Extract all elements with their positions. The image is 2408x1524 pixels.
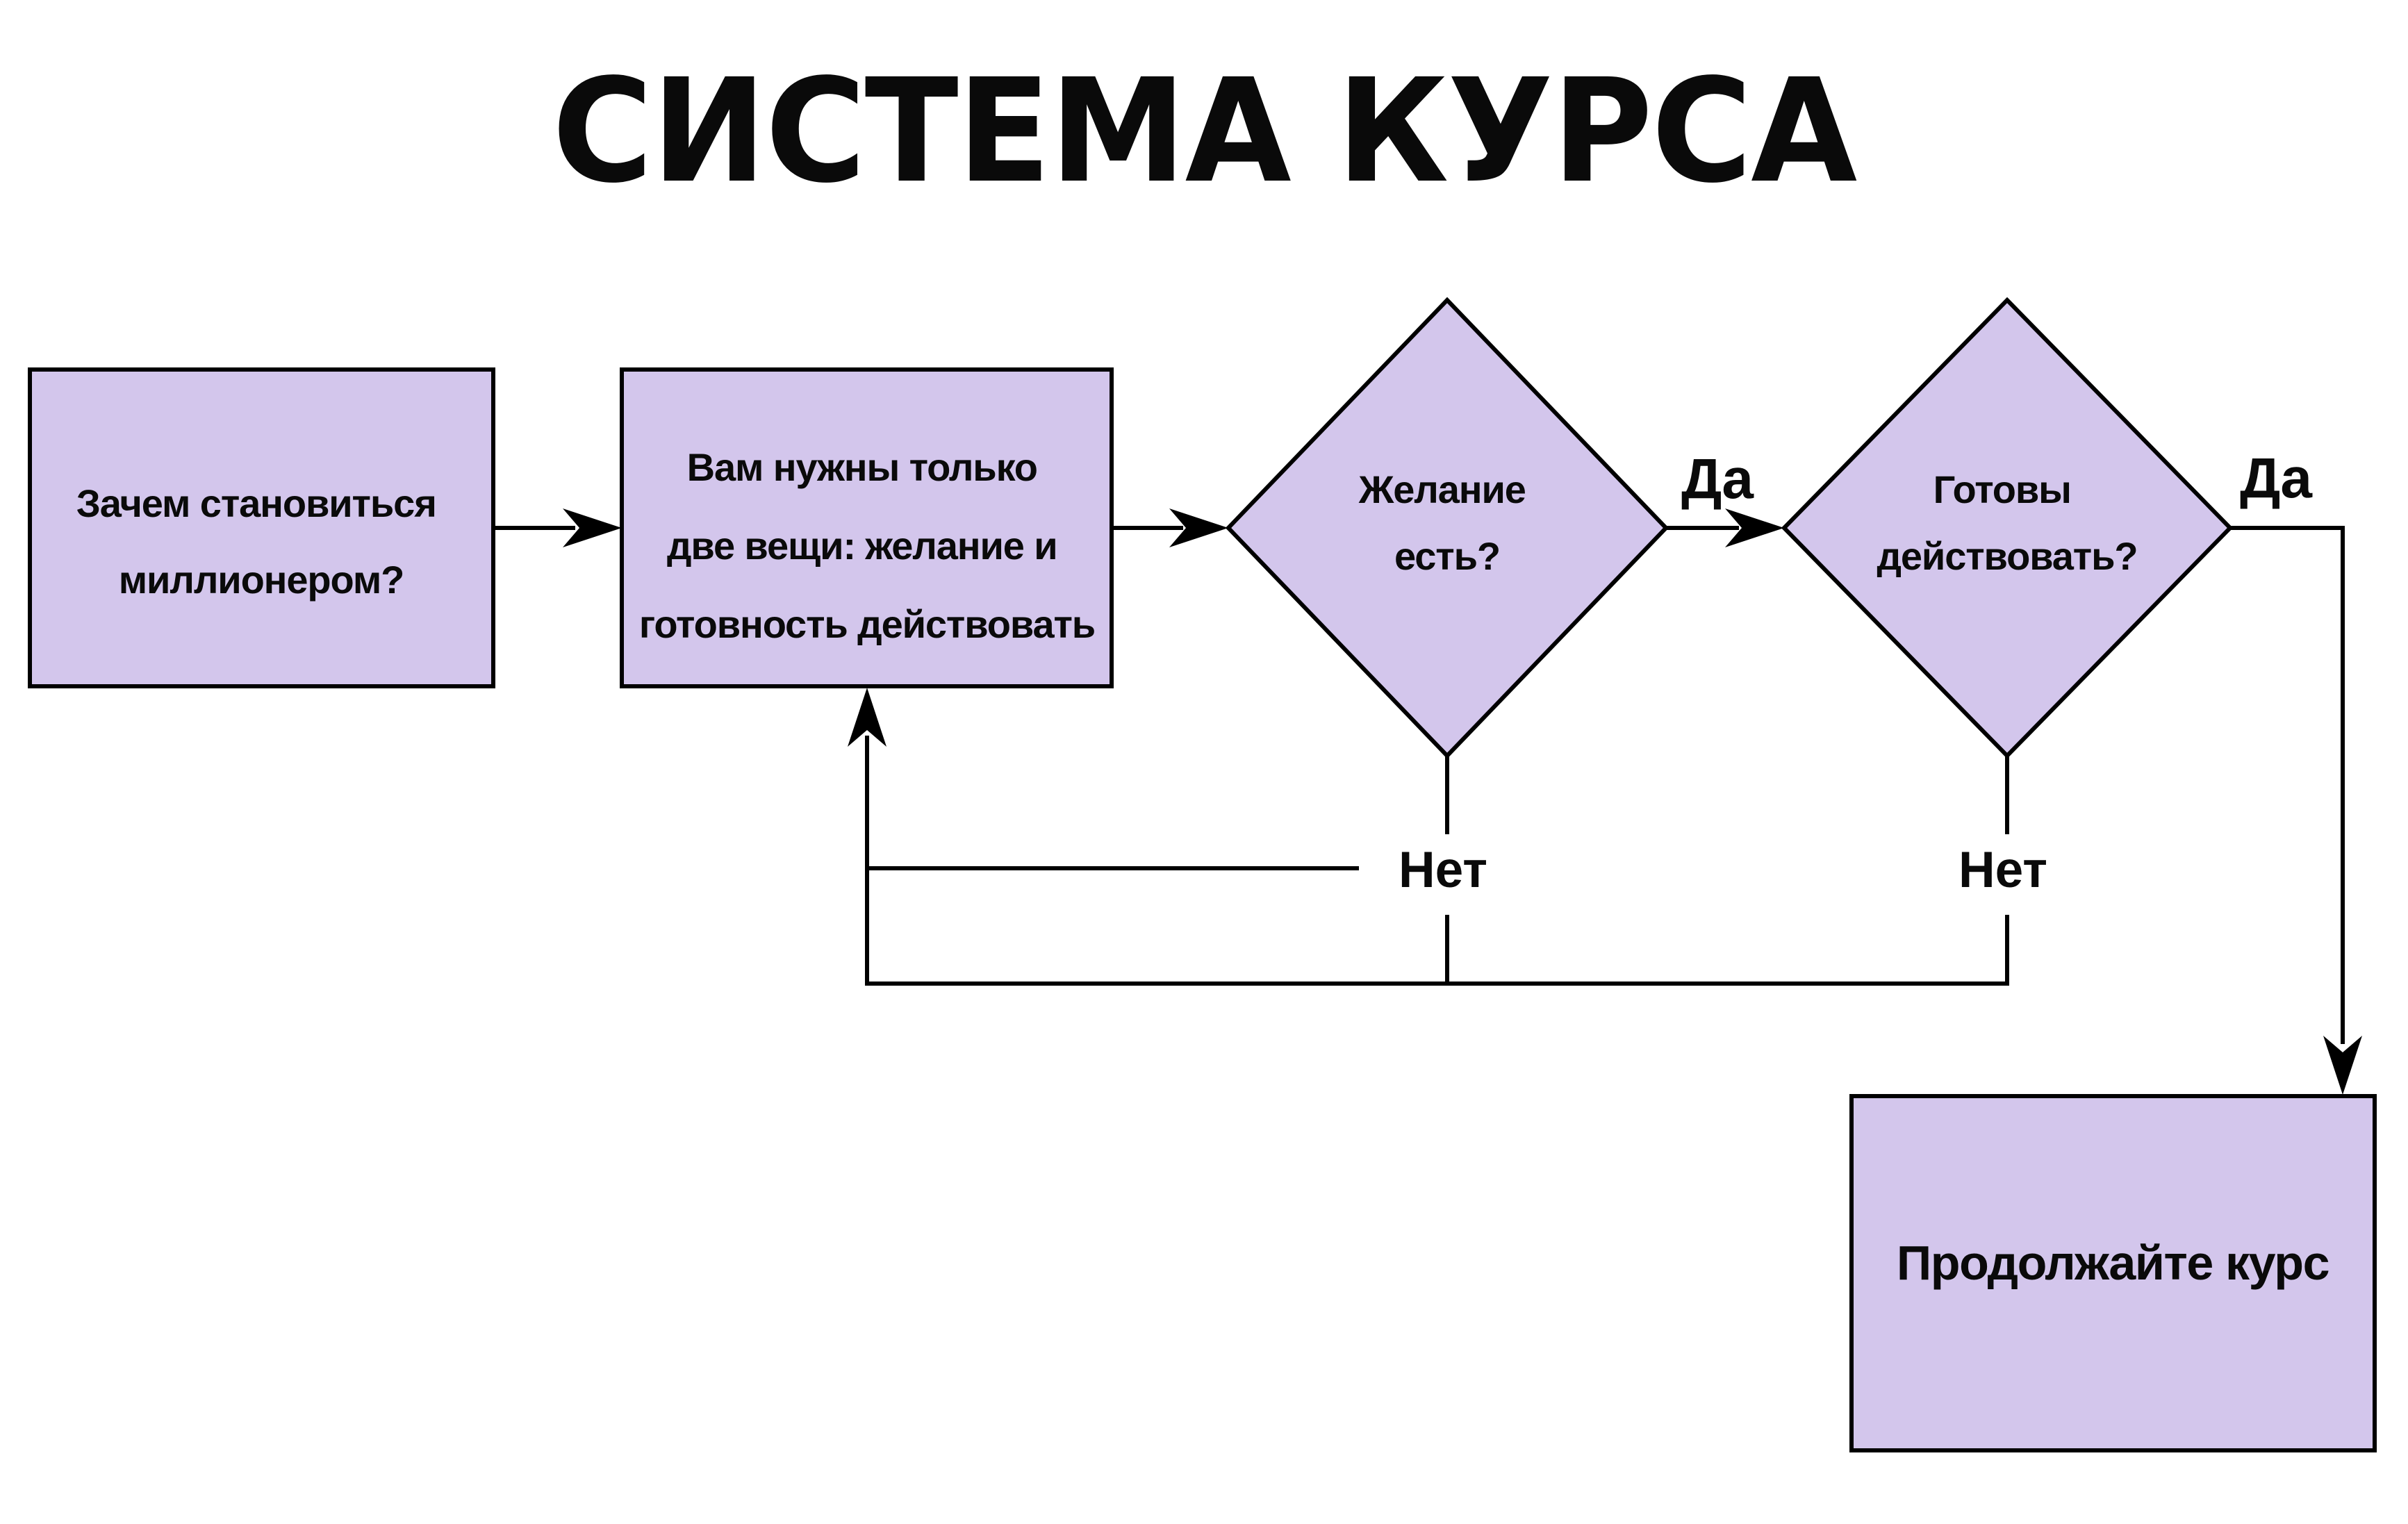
node-readiness: Готовы действовать? bbox=[1781, 297, 2234, 759]
edge-desire-no: Нет bbox=[1399, 754, 1487, 986]
desire-diamond-label: Желание есть? bbox=[1358, 467, 1535, 578]
arrowhead-up-icon bbox=[848, 688, 886, 747]
label-readiness-yes: Да bbox=[2240, 447, 2313, 510]
arrowhead-right-icon bbox=[1169, 508, 1228, 547]
continue-course-box bbox=[1849, 1094, 2377, 1452]
node-continue-course: Продолжайте курс bbox=[1849, 1094, 2377, 1452]
yes-path-line bbox=[2228, 526, 2345, 1044]
path-no-return-to-requirements bbox=[848, 688, 2009, 986]
edge-readiness-no: Нет bbox=[1958, 754, 2047, 986]
page-title: СИСТЕМА КУРСА bbox=[552, 48, 1857, 215]
continue-course-box-label: Продолжайте курс bbox=[1897, 1236, 2329, 1290]
label-desire-no: Нет bbox=[1399, 842, 1487, 898]
arrowhead-right-icon bbox=[1725, 508, 1784, 547]
arrow-requirements-to-desire bbox=[1110, 508, 1228, 547]
start-box-label: Зачем становиться миллионером? bbox=[76, 481, 446, 602]
requirements-box-label: Вам нужны только две вещи: желание и гот… bbox=[639, 445, 1095, 646]
node-requirements: Вам нужны только две вещи: желание и гот… bbox=[620, 367, 1114, 688]
arrow-start-to-requirements bbox=[491, 508, 622, 547]
arrow-desire-to-readiness bbox=[1664, 508, 1784, 547]
readiness-diamond bbox=[1781, 297, 2234, 759]
node-desire: Желание есть? bbox=[1225, 297, 1669, 759]
return-path-line bbox=[865, 736, 2009, 986]
requirements-box bbox=[620, 367, 1114, 688]
node-start: Зачем становиться миллионером? bbox=[28, 367, 495, 688]
arrowhead-right-icon bbox=[563, 508, 622, 547]
start-box bbox=[28, 367, 495, 688]
readiness-diamond-label: Готовы действовать? bbox=[1877, 467, 2137, 578]
desire-diamond bbox=[1225, 297, 1669, 759]
label-readiness-no: Нет bbox=[1958, 842, 2047, 898]
path-readiness-yes-to-continue bbox=[2228, 526, 2362, 1095]
arrowhead-down-icon bbox=[2323, 1036, 2362, 1095]
label-desire-yes: Да bbox=[1681, 447, 1754, 511]
page-title-group: СИСТЕМА КУРСА bbox=[552, 48, 1858, 215]
